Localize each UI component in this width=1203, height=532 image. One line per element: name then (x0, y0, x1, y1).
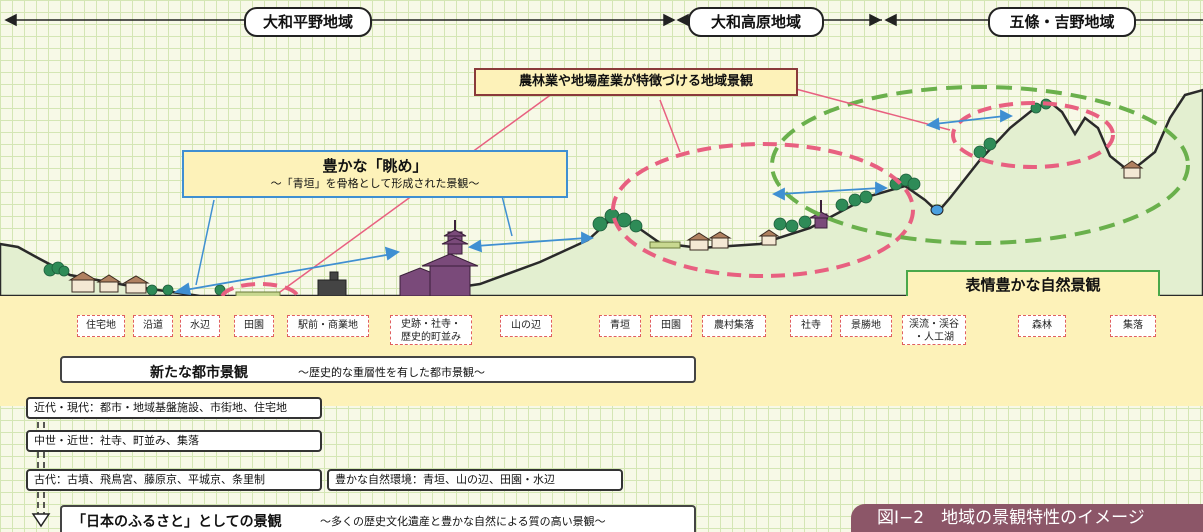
chip-villages: 集落 (1110, 315, 1156, 337)
urban-landscape-bar: 新たな都市景観 〜歴史的な重層性を有した都市景観〜 (60, 356, 696, 383)
chip-residential: 住宅地 (77, 315, 125, 337)
chip-forest: 森林 (1018, 315, 1066, 337)
chip-station-commercial: 駅前・商業地 (287, 315, 369, 337)
regional-landscape-callout: 農林業や地場産業が特徴づける地域景観 (474, 68, 798, 96)
furusato-subtitle: 〜多くの歴史文化遺産と豊かな自然による質の高い景観〜 (320, 515, 606, 528)
era-modern: 近代・現代：都市・地域基盤施設、市街地、住宅地 (26, 397, 322, 419)
temple-pagoda (399, 200, 833, 297)
figure-caption: 図Ⅰ−2 地域の景観特性のイメージ (851, 504, 1203, 532)
nagame-callout: 豊かな「眺め」 〜「青垣」を骨格として形成された景観〜 (182, 150, 568, 198)
chip-farm-village: 農村集落 (702, 315, 766, 337)
furusato-title: 「日本のふるさと」としての景観 (72, 514, 282, 530)
nature-landscape-callout: 表情豊かな自然景観 (906, 270, 1160, 300)
nagame-subtitle: 〜「青垣」を骨格として形成された景観〜 (270, 177, 480, 190)
view-arrows (173, 109, 1014, 296)
furusato-landscape-bar: 「日本のふるさと」としての景観 〜多くの歴史文化遺産と豊かな自然による質の高い景… (60, 505, 696, 532)
chip-scenic-spots: 景勝地 (840, 315, 892, 337)
trees (43, 98, 1052, 296)
chip-roadside: 沿道 (133, 315, 173, 337)
chip-historic-sites: 史跡・社寺・ 歴史的町並み (390, 315, 472, 345)
green-dashed-ellipse (770, 85, 1190, 245)
chip-rural-plain: 田園 (234, 315, 274, 337)
urban-landscape-subtitle: 〜歴史的な重層性を有した都市景観〜 (298, 366, 485, 379)
houses (68, 160, 1144, 294)
era-ancient: 古代：古墳、飛鳥宮、藤原京、平城京、条里制 (26, 469, 322, 491)
era-medieval: 中世・近世：社寺、町並み、集落 (26, 430, 322, 452)
chip-waterside: 水辺 (180, 315, 220, 337)
chip-yamanobe: 山の辺 (500, 315, 552, 337)
nature-landscape-title: 表情豊かな自然景観 (965, 276, 1101, 294)
station-buildings (317, 271, 347, 297)
region-yamato-kogen: 大和高原地域 (688, 7, 824, 37)
chip-aogaki: 青垣 (599, 315, 641, 337)
urban-landscape-title: 新たな都市景観 (150, 365, 248, 381)
nagame-title: 豊かな「眺め」 (322, 157, 428, 175)
paddy-field-plateau (649, 241, 681, 249)
region-gojo-yoshino: 五條・吉野地域 (988, 7, 1136, 37)
landscape-elements-band (0, 296, 1203, 406)
chip-streams-gorges: 渓流・渓谷 ・人工湖 (902, 315, 966, 345)
chip-shrines-temples: 社寺 (790, 315, 832, 337)
chip-rural-plateau: 田園 (650, 315, 692, 337)
regional-landscape-title: 農林業や地場産業が特徴づける地域景観 (518, 74, 753, 89)
region-yamato-heiya: 大和平野地域 (244, 7, 372, 37)
natural-environment: 豊かな自然環境：青垣、山の辺、田園・水辺 (327, 469, 623, 491)
land-silhouette (0, 88, 1203, 298)
